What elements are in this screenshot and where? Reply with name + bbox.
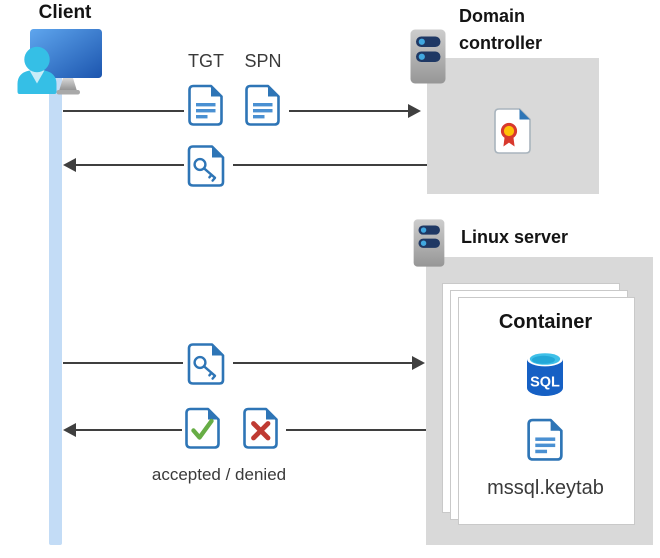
ticket-return-arrowhead <box>63 158 76 172</box>
client-lifeline <box>49 75 62 545</box>
spn-document-icon <box>245 84 280 126</box>
accepted-document-icon <box>183 406 222 450</box>
linux-server-title: Linux server <box>461 227 569 247</box>
ticket-return-line-right-segment <box>233 164 427 166</box>
result-line-left-segment <box>76 429 182 431</box>
service-request-line-right-segment <box>233 362 412 364</box>
request-line-right-segment <box>289 110 408 112</box>
service-ticket-key-document-icon <box>187 343 225 385</box>
result-line-right-segment <box>286 429 426 431</box>
kerberos-ticket-key-document-icon <box>187 145 225 187</box>
sql-text: SQL <box>530 375 560 391</box>
result-return-arrowhead <box>63 423 76 437</box>
certificate-document-icon <box>493 107 532 155</box>
denied-document-icon <box>241 406 280 450</box>
container-paper-front <box>458 297 635 525</box>
result-label: accepted / denied <box>151 465 287 484</box>
domain-controller-title: Domain controller <box>459 6 543 53</box>
service-request-line-left-segment <box>63 362 183 364</box>
domain-controller-server-icon <box>410 29 446 84</box>
container-title: Container <box>498 311 593 333</box>
tgt-document-icon <box>188 84 223 126</box>
tgt-label: TGT <box>188 51 224 71</box>
client-icon <box>17 29 102 95</box>
keytab-document-icon <box>527 418 563 461</box>
ticket-return-line-left-segment <box>76 164 184 166</box>
spn-label: SPN <box>244 51 282 71</box>
client-label: Client <box>38 2 92 23</box>
sql-database-icon: SQL <box>527 351 563 396</box>
service-request-arrowhead <box>412 356 425 370</box>
keytab-label: mssql.keytab <box>487 477 604 499</box>
request-arrowhead <box>408 104 421 118</box>
request-line-left-segment <box>63 110 184 112</box>
linux-server-icon <box>413 219 445 267</box>
